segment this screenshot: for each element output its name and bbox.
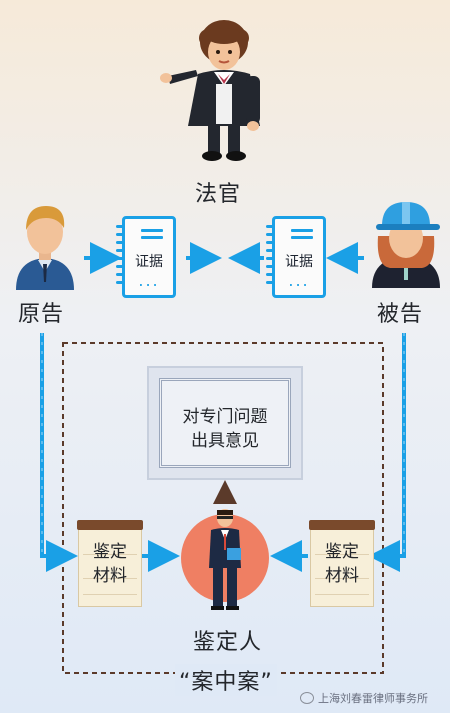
evidence-label-left: 证据 xyxy=(135,254,163,270)
material-right-line-1: 鉴定 xyxy=(325,542,359,562)
evidence-dots-right: ... xyxy=(288,271,310,290)
judge-label: 法官 xyxy=(195,182,242,207)
arrow-plaintiff-to-material xyxy=(40,333,78,572)
defendant-label: 被告 xyxy=(377,302,424,327)
plaintiff-icon xyxy=(16,206,74,290)
material-right-line-2: 材料 xyxy=(325,566,359,586)
appraisal-material-left: 鉴定材料 xyxy=(77,520,143,607)
arrow-defendant-to-material xyxy=(368,333,406,572)
watermark: 上海刘春雷律师事务所 xyxy=(300,690,428,706)
evidence-dots-left: ... xyxy=(138,271,160,290)
plaintiff-label: 原告 xyxy=(18,302,65,327)
material-left-line-1: 鉴定 xyxy=(93,542,127,562)
appraiser-label: 鉴定人 xyxy=(193,630,263,655)
wechat-icon xyxy=(300,692,314,704)
appraiser-icon xyxy=(209,509,241,610)
opinion-line-2: 出具意见 xyxy=(191,431,259,451)
opinion-line-1: 对专门问题 xyxy=(182,407,268,427)
evidence-document-right: 证据 ... xyxy=(266,216,326,298)
expert-opinion-certificate: 对专门问题 出具意见 xyxy=(147,366,303,480)
defendant-icon xyxy=(372,202,440,288)
case-in-case-label: “案中案” xyxy=(175,664,277,696)
material-left-line-2: 材料 xyxy=(93,566,127,586)
evidence-label-right: 证据 xyxy=(285,254,313,270)
appraisal-material-right: 鉴定材料 xyxy=(309,520,375,607)
judge-icon xyxy=(160,20,260,161)
watermark-text: 上海刘春雷律师事务所 xyxy=(318,692,428,705)
evidence-document-left: 证据 ... xyxy=(116,216,176,298)
